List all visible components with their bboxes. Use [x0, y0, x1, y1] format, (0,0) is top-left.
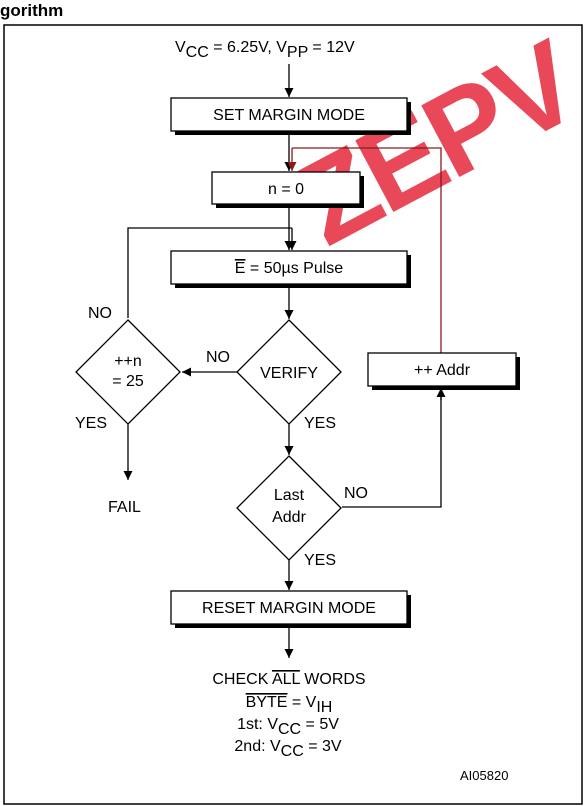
pulse-label: E = 50µs Pulse: [235, 260, 343, 277]
verify-label: VERIFY: [260, 365, 318, 382]
byte-condition-line: BYTE = VIH: [246, 694, 333, 716]
last-addr-no-label: NO: [344, 485, 368, 502]
address-loop: [287, 147, 442, 356]
verify-no-label: NO: [206, 349, 230, 366]
second-vcc-line: 2nd: VCC = 3V: [234, 738, 342, 760]
figure-reference: AI05820: [460, 768, 508, 783]
set-margin-box: [170, 97, 408, 132]
supply-label: VCC = 6.25V, VPP = 12V: [175, 39, 355, 61]
set-margin-label: SET MARGIN MODE: [213, 107, 365, 124]
verify-yes-label: YES: [304, 415, 336, 432]
page-title: gorithm: [0, 0, 63, 22]
counter-label-2: = 25: [112, 373, 144, 390]
last-addr-label-1: Last: [274, 487, 305, 504]
n-zero-box: [211, 171, 361, 205]
figure-border: [3, 24, 583, 805]
loop-addr-return-line: [292, 147, 442, 356]
reset-margin-label: RESET MARGIN MODE: [202, 600, 376, 617]
addr-increment-box: [367, 352, 517, 387]
pulse-box: [170, 250, 408, 285]
figure-title-fragment: gorithm: [0, 1, 64, 20]
loop-next-addr-line: [342, 388, 442, 508]
last-addr-diamond: [236, 455, 342, 561]
first-vcc-line: 1st: VCC = 5V: [237, 716, 339, 738]
last-addr-yes-label: YES: [304, 552, 336, 569]
last-addr-label-2: Addr: [272, 509, 306, 526]
counter-no-label: NO: [88, 305, 112, 322]
counter-yes-label: YES: [75, 415, 107, 432]
check-words-line: CHECK ALL WORDS: [212, 671, 365, 688]
fail-label: FAIL: [108, 499, 141, 516]
loop-retry-line: [127, 227, 292, 318]
counter-diamond: [75, 319, 181, 425]
reset-margin-box: [170, 590, 408, 625]
verify-diamond: [236, 319, 342, 425]
flow-lines: [123, 64, 446, 658]
counter-label-1: ++n: [114, 353, 142, 370]
addr-increment-label: ++ Addr: [414, 362, 471, 379]
n-zero-label: n = 0: [268, 181, 304, 198]
